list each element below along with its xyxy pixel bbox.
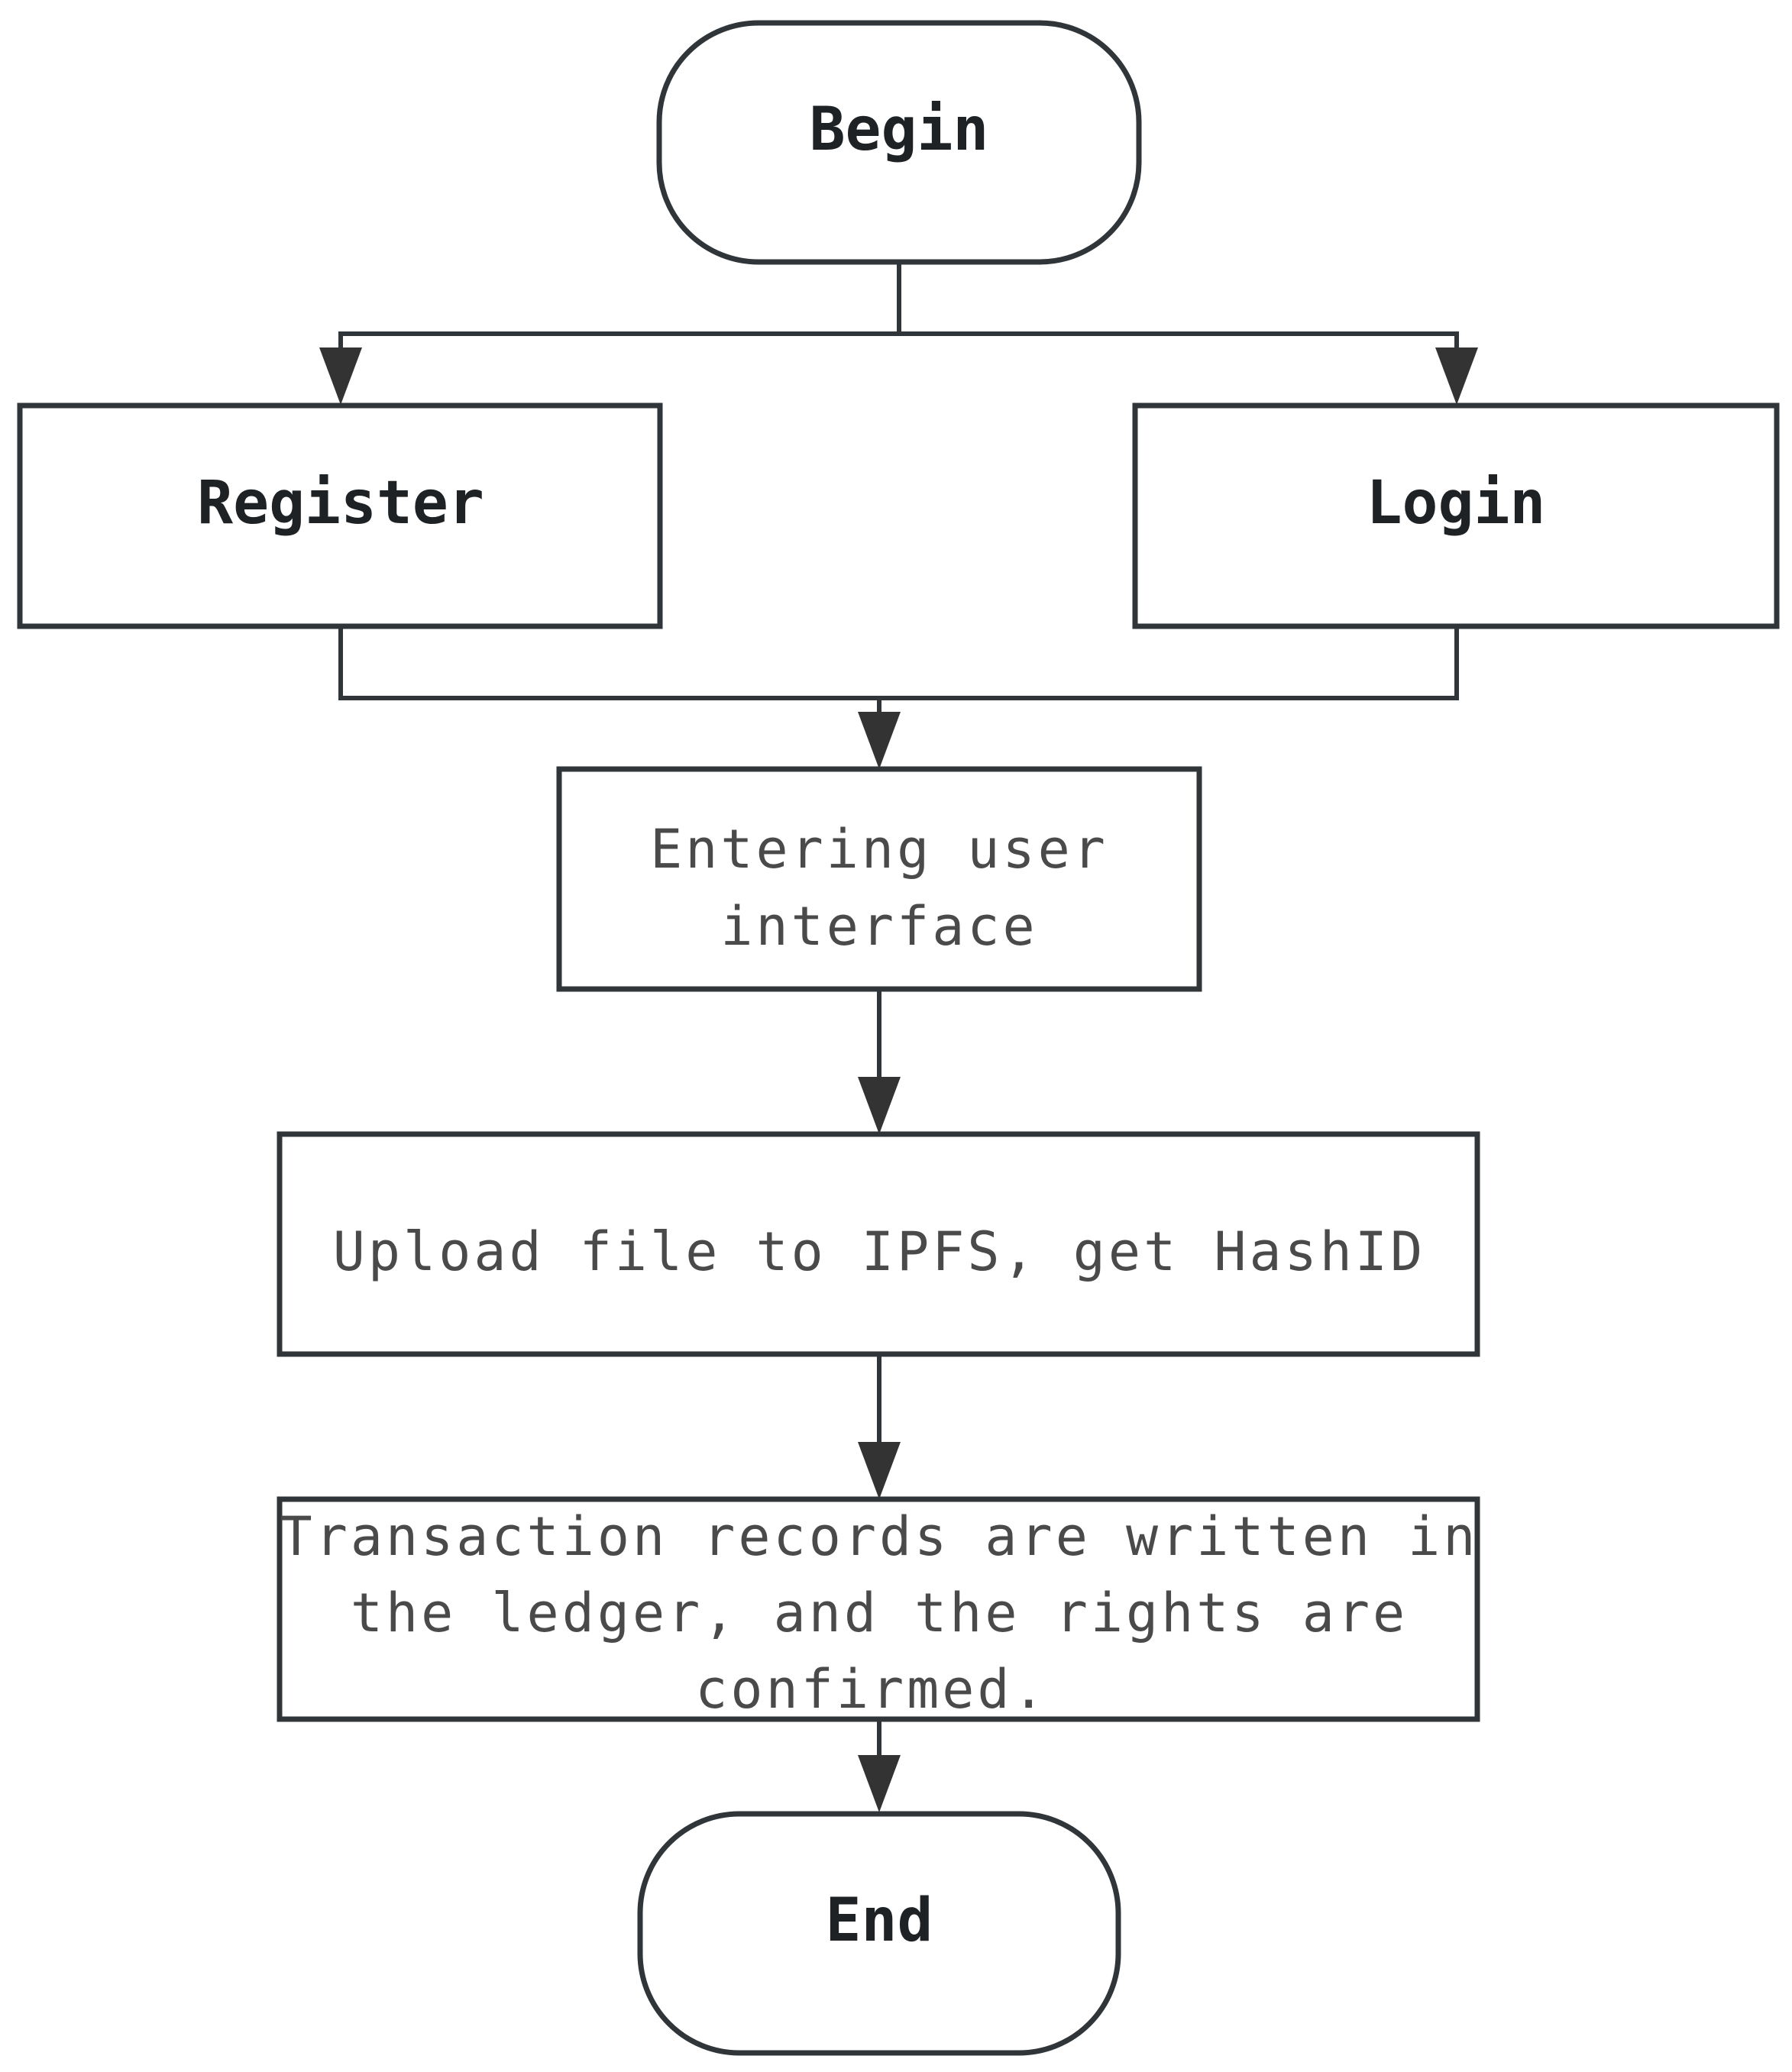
user-interface-label-line-2: interface — [720, 895, 1037, 958]
end-shape — [637, 1811, 1121, 2056]
begin-label: Begin — [810, 95, 989, 164]
arrowhead-to-transaction — [858, 1442, 901, 1499]
upload-node: Upload file to IPFS, get HashID — [277, 1131, 1480, 1357]
end-label: End — [826, 1886, 933, 1955]
register-box — [17, 402, 663, 629]
arrowhead-to-login — [1435, 347, 1478, 405]
transaction-label-line-2: the ledger, and the rights are — [351, 1582, 1408, 1644]
connector-split-login — [899, 331, 1459, 370]
user-interface-node: Entering user interface — [556, 766, 1202, 992]
arrowhead-to-upload — [858, 1077, 901, 1134]
user-interface-box — [556, 766, 1202, 992]
begin-node: Begin — [656, 20, 1142, 265]
login-box — [1132, 402, 1780, 629]
end-node: End — [637, 1811, 1121, 2056]
transaction-label-line-3: confirmed. — [695, 1658, 1047, 1721]
register-node: Register — [17, 402, 663, 629]
transaction-box — [277, 1496, 1480, 1722]
begin-shape — [656, 20, 1142, 265]
user-interface-label-line-1: Entering user — [650, 818, 1108, 881]
upload-box — [277, 1131, 1480, 1357]
transaction-node: Transaction records are written in the l… — [277, 1496, 1480, 1722]
connector-register-merge — [338, 629, 879, 700]
register-label: Register — [197, 469, 484, 538]
login-label: Login — [1367, 469, 1546, 538]
arrowhead-to-end — [858, 1755, 901, 1812]
arrowhead-to-interface — [858, 712, 901, 769]
connector-split-register — [338, 331, 899, 370]
transaction-label-line-1: Transaction records are written in — [280, 1505, 1479, 1568]
arrowhead-to-register — [319, 347, 362, 405]
login-node: Login — [1132, 402, 1780, 629]
upload-label: Upload file to IPFS, get HashID — [333, 1220, 1425, 1283]
connector-login-merge — [879, 629, 1459, 700]
